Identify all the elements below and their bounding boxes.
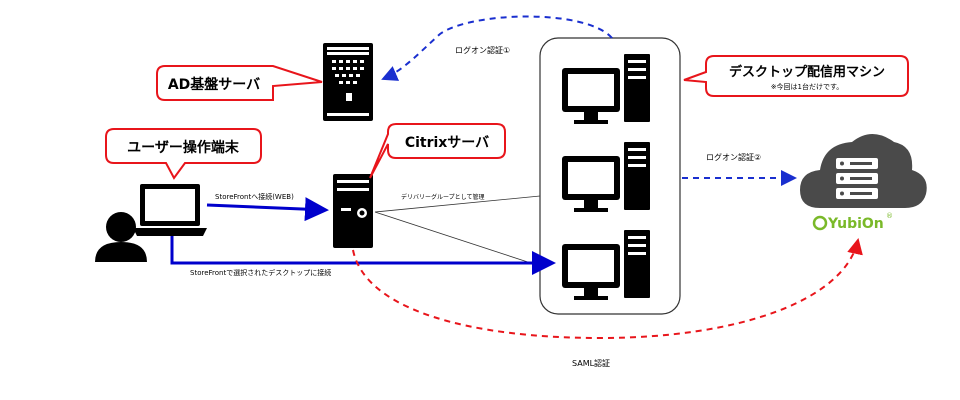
callout-desktop-machine: デスクトップ配信用マシン ※今回は1台だけです。 bbox=[683, 55, 909, 97]
desktop-computer-2 bbox=[562, 142, 650, 212]
laptop-icon bbox=[133, 184, 207, 236]
cloud-server-icon bbox=[800, 134, 927, 208]
callout-desktop-machine-text: デスクトップ配信用マシン bbox=[729, 64, 885, 80]
group-link-line-bottom bbox=[374, 211, 541, 267]
callout-citrix-server-text: Citrixサーバ bbox=[405, 135, 489, 151]
callout-desktop-machine-note: ※今回は1台だけです。 bbox=[771, 82, 844, 91]
callout-ad-server: AD基盤サーバ bbox=[156, 65, 323, 101]
label-saml-auth: SAML認証 bbox=[572, 358, 610, 368]
saml-auth-arrow bbox=[352, 238, 863, 340]
logon-auth-1-arrow bbox=[381, 15, 613, 81]
label-delivery-group: デリバリーグループとして管理 bbox=[401, 193, 484, 201]
callout-citrix-server: Citrixサーバ bbox=[369, 123, 506, 179]
desktop-computer-1 bbox=[562, 54, 650, 124]
desktop-connect-arrow bbox=[170, 236, 556, 275]
user-person-icon bbox=[95, 212, 147, 262]
callout-user-terminal-text: ユーザー操作端末 bbox=[127, 139, 240, 156]
ad-server-icon bbox=[323, 43, 373, 121]
citrix-server-icon bbox=[333, 174, 373, 248]
label-storefront-selected: StoreFrontで選択されたデスクトップに接続 bbox=[190, 268, 331, 277]
label-logon-auth-2: ログオン認証② bbox=[706, 152, 761, 162]
yubion-logo-text: YubiOn bbox=[827, 216, 884, 232]
desktop-computer-3 bbox=[562, 230, 650, 300]
label-storefront-connect: StoreFrontへ接続(WEB) bbox=[215, 192, 294, 201]
callout-ad-server-text: AD基盤サーバ bbox=[168, 76, 260, 93]
label-logon-auth-1: ログオン認証① bbox=[455, 45, 510, 55]
yubion-logo-registered: ® bbox=[886, 212, 893, 220]
yubion-logo: YubiOn ® bbox=[812, 212, 893, 232]
yubion-logo-mark-icon bbox=[812, 215, 828, 231]
callout-user-terminal: ユーザー操作端末 bbox=[105, 128, 262, 180]
storefront-connect-arrow bbox=[206, 197, 329, 222]
group-link-line-top bbox=[374, 195, 541, 213]
